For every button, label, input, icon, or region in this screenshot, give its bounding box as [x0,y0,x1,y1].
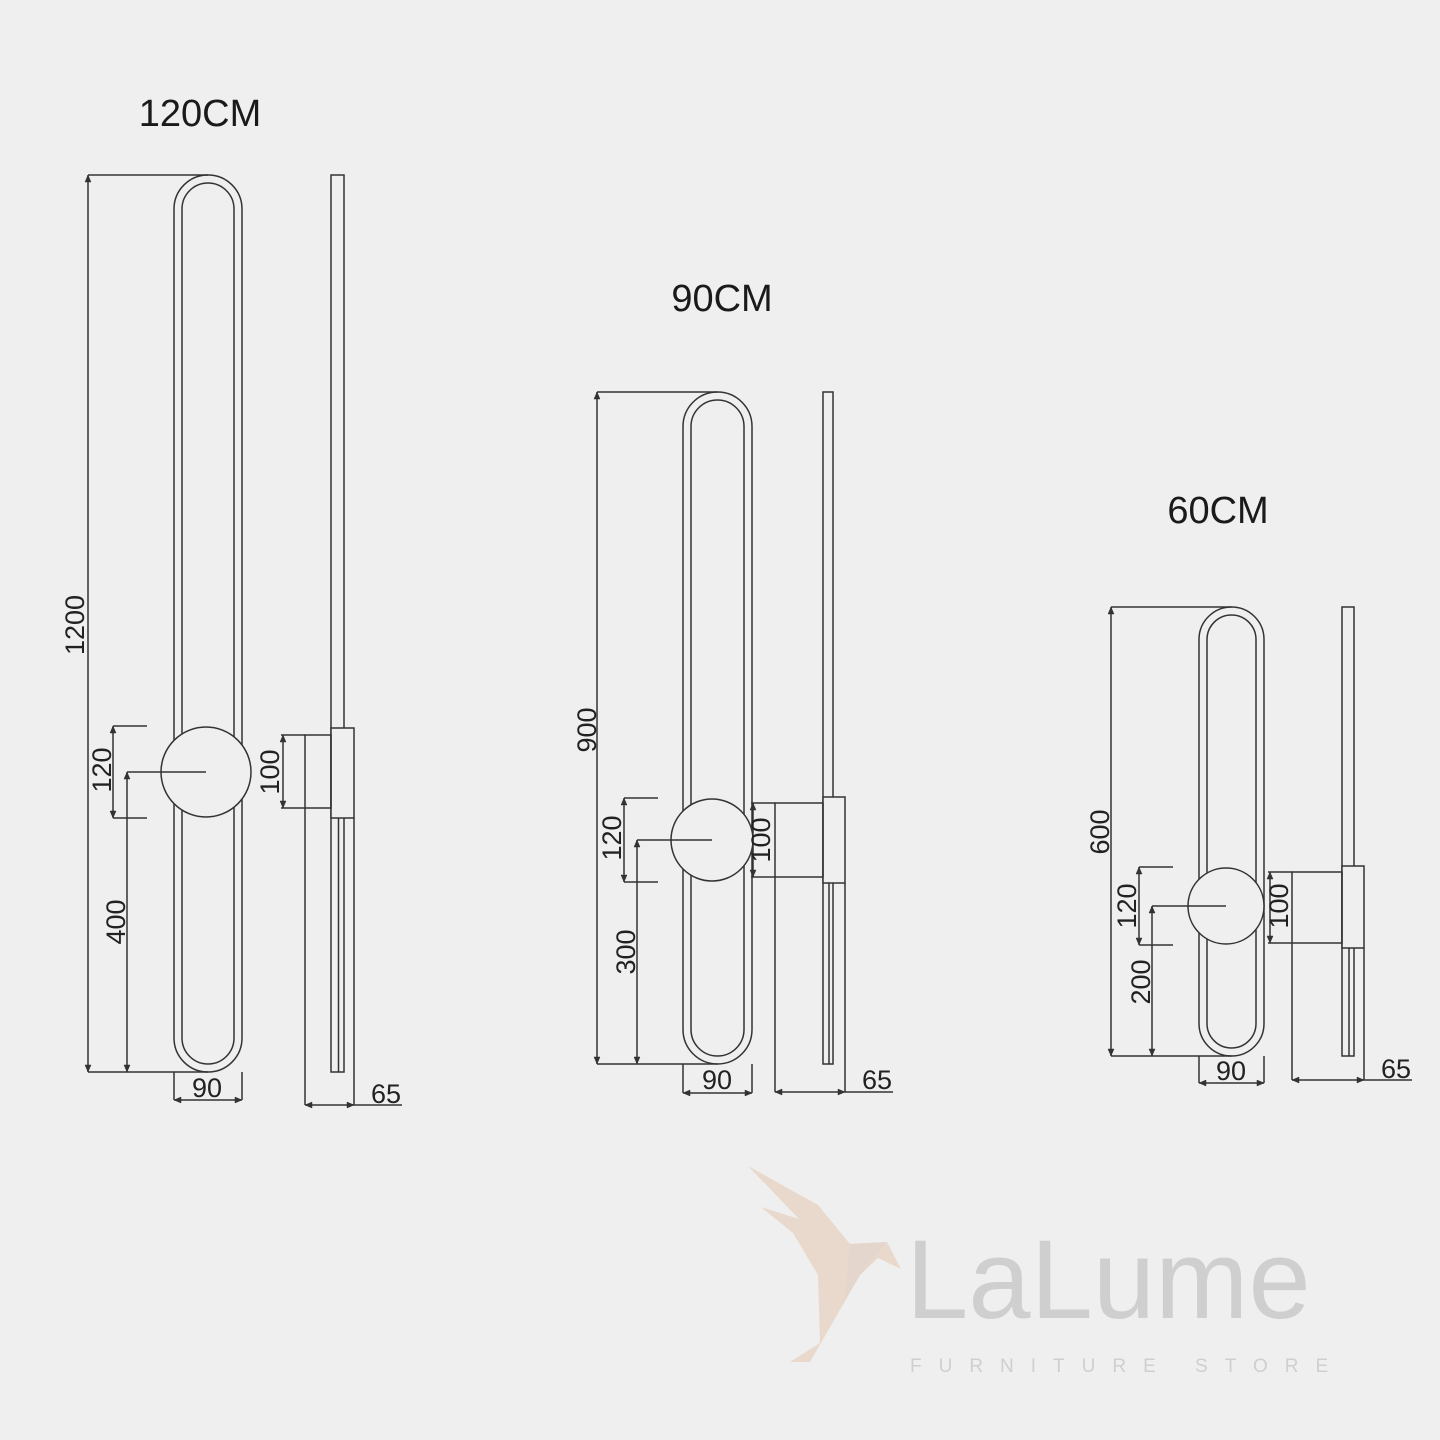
dimension-arrow [749,869,757,878]
height-label: 900 [572,707,602,752]
dimension-arrow [593,391,601,400]
dimension-arrow [593,1056,601,1065]
depth-label: 65 [371,1079,401,1109]
dimension-arrow [1356,1076,1365,1084]
dimension-arrow [279,800,287,809]
wall-mount-plate [1291,871,1343,944]
dimension-arrow [234,1096,243,1104]
dimension-arrow [1107,1048,1115,1057]
wall-mount-plate [304,734,332,809]
dimension-arrow [1256,1079,1265,1087]
mount-bracket [822,796,846,884]
wall-mount-plate [774,802,824,878]
side-rod [1341,606,1355,1057]
mount-bracket [330,727,355,819]
dimension-arrow [84,174,92,183]
width-label: 90 [192,1073,222,1103]
dimension-arrow [346,1101,355,1109]
dimension-arrow [1148,905,1156,914]
dimension-arrow [620,874,628,883]
dimension-arrow [744,1089,753,1097]
height-label: 1200 [60,595,90,655]
dimension-arrow [123,1064,131,1073]
dimension-arrow [279,734,287,743]
dimension-arrow [1135,937,1143,946]
dimension-arrow [1107,606,1115,615]
mount-label: 100 [1264,883,1294,928]
dimension-arrow [109,810,117,819]
dimension-arrow [84,1064,92,1073]
offset-label: 200 [1126,959,1156,1004]
lamp-frame-outer [173,174,243,1073]
lamp-frame-outer [1198,606,1265,1057]
dimension-arrow [633,1056,641,1065]
mount-bracket [1341,865,1365,949]
dimension-arrow [1198,1079,1207,1087]
brand-logo: LaLume FURNITURE STORE [748,1166,1345,1377]
dimension-arrow [173,1096,182,1104]
mount-label: 100 [255,749,285,794]
bird-logo-icon [748,1166,901,1362]
dimension-arrow [837,1088,846,1096]
lamp-frame-inner [1206,614,1257,1049]
width-label: 90 [702,1065,732,1095]
dimension-arrow [1291,1076,1300,1084]
lamp-title: 120CM [139,93,262,135]
lamp-title: 90CM [671,278,772,320]
dimension-arrow [633,839,641,848]
dimension-arrow [109,725,117,734]
width-label: 90 [1216,1056,1246,1086]
offset-label: 300 [611,929,641,974]
lamp-title: 60CM [1167,490,1268,532]
lamp-frame-inner [181,182,235,1065]
dimension-arrow [682,1089,691,1097]
lamp-frame-outer [682,391,753,1065]
shade-label: 120 [597,815,627,860]
dimension-arrow [1266,871,1274,880]
depth-label: 65 [1381,1054,1411,1084]
dimension-arrow [1135,866,1143,875]
shade-label: 120 [87,747,117,792]
dimension-arrow [1148,1048,1156,1057]
mount-label: 100 [746,817,776,862]
dimension-arrow [123,771,131,780]
shade-label: 120 [1112,883,1142,928]
dimension-arrow [304,1101,313,1109]
side-rod [822,391,834,1065]
offset-label: 400 [101,899,131,944]
dimension-arrow [1266,935,1274,944]
dimension-arrow [749,802,757,811]
lamp-frame-inner [690,399,745,1057]
dimension-arrow [620,797,628,806]
logo-name: LaLume [906,1217,1311,1342]
height-label: 600 [1085,809,1115,854]
depth-label: 65 [862,1065,892,1095]
dimension-arrow [774,1088,783,1096]
line-work [84,174,1412,1109]
side-rod [330,174,345,1073]
logo-tagline: FURNITURE STORE [910,1356,1345,1377]
